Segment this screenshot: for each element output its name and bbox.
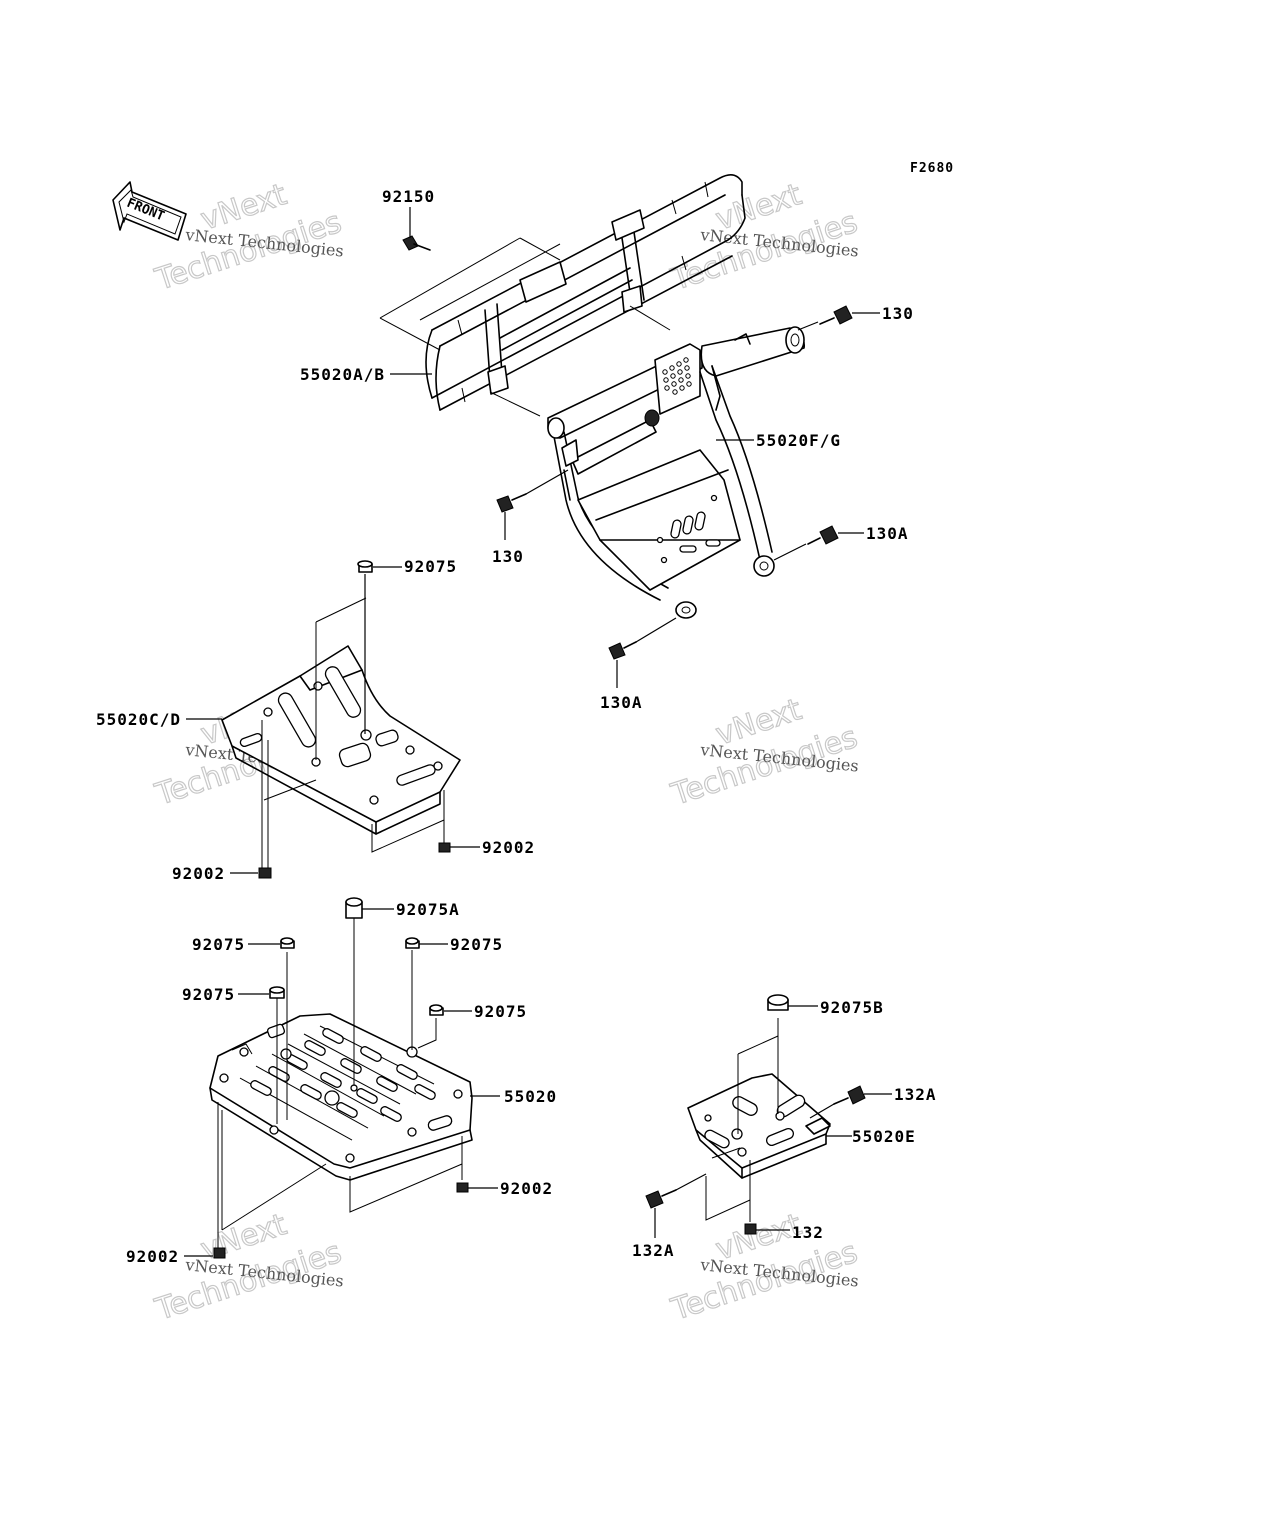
skid-plate-55020cd [221, 597, 461, 870]
bolt-132a-bottom [645, 1173, 707, 1238]
callout-55020: 55020 [504, 1087, 557, 1106]
callout-92002-mid-right: 92002 [482, 838, 535, 857]
callout-92075-mid: 92075 [404, 557, 457, 576]
front-direction-arrow: FRONT [112, 181, 187, 241]
nut-92075-low-right2 [429, 1004, 472, 1016]
front-guard-55020ab [379, 174, 746, 417]
bolt-92002-low-right [456, 1182, 498, 1193]
bolt-92002-mid-left [230, 867, 272, 879]
callout-92150: 92150 [382, 187, 435, 206]
watermark-mid-right: vNext Technologies vNext Technologies [666, 692, 862, 814]
callout-92075-low-right1: 92075 [450, 935, 503, 954]
callout-92075a: 92075A [396, 900, 460, 919]
callout-130-top: 130 [882, 304, 914, 323]
callout-92002-low-right: 92002 [500, 1179, 553, 1198]
skid-plate-55020e [687, 1018, 831, 1222]
bolt-130a-right [773, 525, 864, 561]
callout-92075b: 92075B [820, 998, 884, 1017]
bolt-132a-right [809, 1085, 892, 1119]
nut-92075-low-left2 [238, 986, 285, 999]
cap-92075b [767, 994, 818, 1011]
callout-55020fg: 55020F/G [756, 431, 841, 450]
watermark-top-left: vNext Technologies vNext Technologies [150, 177, 346, 299]
bolt-92150 [402, 207, 431, 251]
callout-55020cd: 55020C/D [96, 710, 181, 729]
front-frame-55020fg [547, 326, 806, 619]
bolt-92002-low-left [184, 1247, 226, 1259]
nut-92075-mid [357, 560, 402, 734]
bushing-92075a [345, 897, 394, 919]
callout-130a-right: 130A [866, 524, 909, 543]
callout-55020ab: 55020A/B [300, 365, 385, 384]
bolt-92002-mid-right [438, 842, 480, 853]
bolt-130-bottom [496, 469, 569, 540]
callout-92002-mid-left: 92002 [172, 864, 225, 883]
callout-130a-bottom: 130A [600, 693, 643, 712]
callout-132a-right: 132A [894, 1085, 937, 1104]
callout-132: 132 [792, 1223, 824, 1242]
bolt-130a-bottom [608, 617, 677, 688]
bolt-132 [744, 1223, 790, 1235]
callout-92075-low-right2: 92075 [474, 1002, 527, 1021]
watermark-top-right: vNext Technologies vNext Technologies [666, 177, 862, 299]
plate-slots [250, 1028, 436, 1122]
bolt-130-top [797, 305, 880, 331]
nut-92075-low-left1 [248, 937, 295, 949]
callout-92002-low-left: 92002 [126, 1247, 179, 1266]
watermark-bottom-left: vNext Technologies vNext Technologies [150, 1207, 346, 1329]
mesh-grille [662, 357, 692, 395]
callout-132a-bottom: 132A [632, 1241, 675, 1260]
nut-92075-low-right1 [405, 937, 448, 949]
skid-plate-55020 [209, 918, 473, 1250]
callout-55020e: 55020E [852, 1127, 916, 1146]
callout-92075-low-left2: 92075 [182, 985, 235, 1004]
watermark-bottom-right: vNext Technologies vNext Technologies [666, 1207, 862, 1329]
callout-130-bottom: 130 [492, 547, 524, 566]
callout-92075-low-left1: 92075 [192, 935, 245, 954]
figure-code: F2680 [910, 161, 954, 176]
